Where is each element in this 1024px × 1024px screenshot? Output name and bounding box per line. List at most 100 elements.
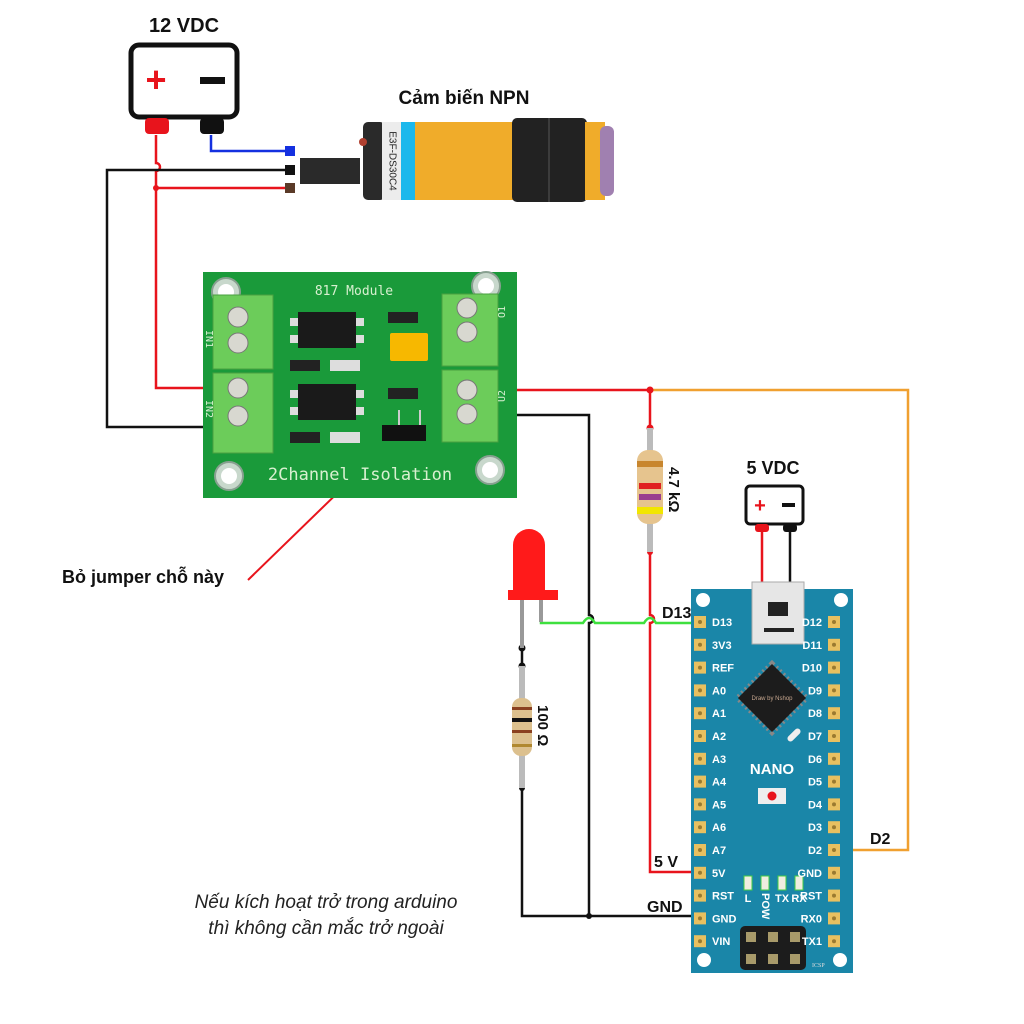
plus-icon-5v: + — [754, 495, 766, 517]
pin-label: GND — [798, 868, 823, 880]
label-in2: IN2 — [203, 400, 214, 418]
pin-r-d6: D6 — [808, 752, 840, 766]
pin-r-d10: D10 — [802, 661, 840, 675]
label-o1: O1 — [497, 306, 508, 318]
terminal-block-out2 — [441, 369, 499, 443]
pin-l-a4: A4 — [694, 775, 727, 789]
resistor-pullup: 4.7 kΩ — [637, 428, 682, 552]
terminal-negative — [200, 118, 224, 134]
nano-board — [691, 589, 853, 973]
terminal-block-out1 — [441, 293, 499, 367]
pin-l-vin: VIN — [694, 935, 730, 948]
pin-l-a1: A1 — [694, 707, 726, 720]
wire-red-5v — [648, 552, 698, 874]
note-line-1: Nếu kích hoạt trở trong arduino — [195, 892, 458, 913]
pin-label: A0 — [712, 685, 726, 697]
pin-label: D4 — [808, 799, 823, 811]
wire-black-led-gnd — [520, 788, 589, 918]
pin-r-d2: D2 — [808, 844, 840, 857]
resistor-led: 100 Ω — [512, 666, 551, 788]
led-anode-leg — [539, 600, 543, 622]
pin-label: VIN — [712, 936, 730, 948]
arduino-nano: Draw by Nshop NANO L POW TX RX ICSP D13 3… — [691, 581, 853, 973]
pin-label: 3V3 — [712, 640, 732, 652]
wire-label-d2: D2 — [870, 831, 891, 848]
chip-text: Draw by Nshop — [751, 696, 793, 702]
wires — [105, 135, 910, 918]
smd-led-1 — [330, 360, 360, 371]
pin-label: A2 — [712, 731, 726, 743]
pin-r-d9: D9 — [808, 684, 840, 697]
pin-label: D11 — [802, 640, 822, 652]
jumper-note: Bỏ jumper chỗ này — [62, 566, 224, 587]
pin-label: GND — [712, 913, 737, 925]
band-2 — [639, 483, 661, 489]
pin-label: D7 — [808, 731, 822, 743]
jumper-header-pins — [382, 425, 426, 441]
pullup-label: 4.7 kΩ — [665, 467, 682, 512]
power-12v-label: 12 VDC — [149, 15, 219, 37]
pin-l-a5: A5 — [694, 798, 726, 811]
wire-label-gnd: GND — [647, 899, 683, 916]
nano-name: NANO — [750, 761, 794, 778]
smd-led-2 — [330, 432, 360, 443]
pin-label: D8 — [808, 708, 822, 720]
pin-l-d13: D13 — [694, 616, 732, 629]
pin-l-ref: REF — [694, 661, 734, 675]
npn-sensor: Cảm biến NPN E3F-DS30C4 — [285, 88, 614, 202]
pin-label: RST — [800, 891, 822, 903]
pin-label: D3 — [808, 822, 822, 834]
optocoupler-chip-2 — [298, 384, 356, 420]
pin-label: A5 — [712, 799, 726, 811]
pin-label: 5V — [712, 868, 726, 880]
minus-icon — [200, 77, 225, 84]
wire-green-d13 — [539, 600, 698, 625]
pin-label: D5 — [808, 777, 822, 789]
jumper-cap-yellow — [390, 333, 428, 361]
optocoupler-chip-1 — [298, 312, 356, 348]
terminal-block-in1 — [212, 294, 274, 370]
status-leds: L POW TX RX — [743, 875, 807, 920]
led-red — [508, 529, 558, 648]
pin-label: D2 — [808, 845, 822, 857]
note-line-2: thì không cần mắc trở ngoài — [208, 918, 444, 939]
wire-terminal-brown — [285, 183, 295, 193]
wire-blue-sensor — [209, 135, 286, 153]
icsp-label: ICSP — [812, 963, 825, 969]
pin-label: D9 — [808, 685, 822, 697]
band-4 — [637, 507, 663, 514]
pin-l-a2: A2 — [694, 730, 726, 743]
pin-label: D12 — [802, 617, 822, 629]
power-5v-label: 5 VDC — [746, 458, 799, 478]
led-label-tx: TX — [775, 893, 790, 905]
band-1 — [637, 461, 663, 467]
microcontroller-chip: Draw by Nshop — [733, 659, 811, 737]
sensor-body — [415, 122, 515, 200]
terminal-block-in2 — [212, 372, 274, 454]
led-label-rx: RX — [791, 893, 807, 905]
pin-r-d8: D8 — [808, 707, 840, 720]
pin-l-rst: RST — [694, 889, 734, 903]
pin-l-a3: A3 — [694, 752, 726, 766]
pin-label: A4 — [712, 777, 727, 789]
label-u2: U2 — [497, 390, 508, 402]
pin-label: TX1 — [802, 936, 822, 948]
wire-black-signal — [105, 168, 286, 429]
pin-r-rst: RST — [800, 889, 840, 903]
pin-l-gnd: GND — [694, 912, 737, 925]
label-in1: IN1 — [203, 330, 214, 348]
pin-label: D10 — [802, 663, 822, 675]
wire-label-5v: 5 V — [654, 854, 678, 871]
led-label-pow: POW — [759, 893, 771, 920]
pin-l-5v: 5V — [694, 866, 726, 880]
module-title: 817 Module — [315, 284, 393, 299]
pin-r-gnd: GND — [798, 866, 840, 880]
wire-terminal-blue — [285, 146, 295, 156]
pin-r-d3: D3 — [808, 821, 840, 834]
sensor-cable — [300, 158, 360, 184]
pin-r-d12: D12 — [802, 616, 840, 629]
band-3 — [639, 494, 661, 500]
